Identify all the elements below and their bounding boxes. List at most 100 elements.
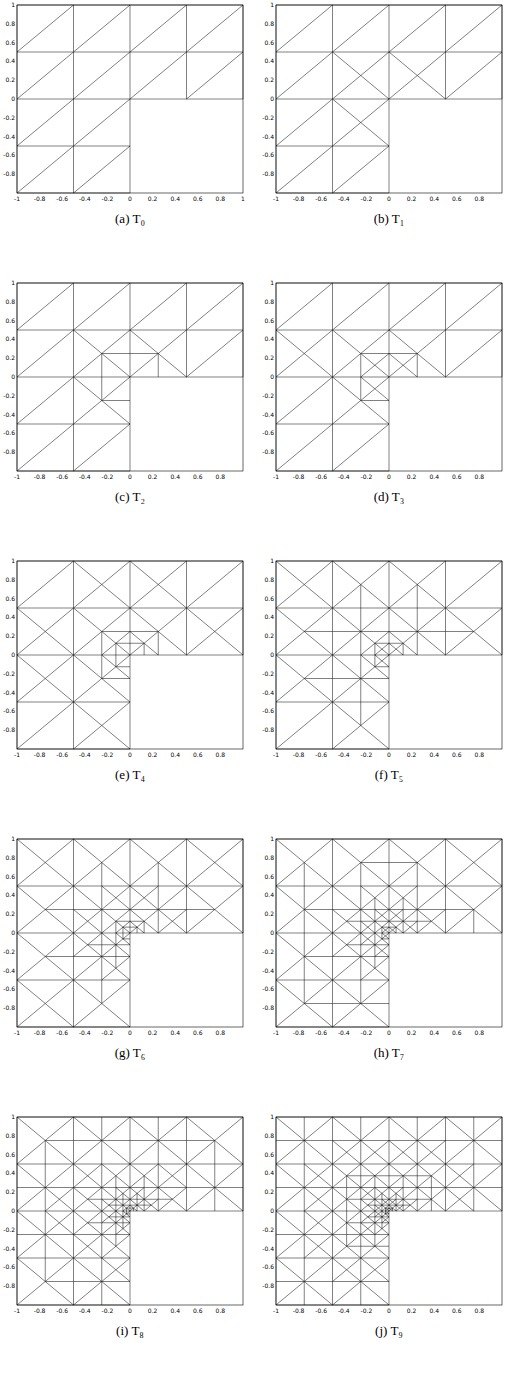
tick-label: 1: [11, 2, 15, 8]
tick-label: 1: [270, 558, 274, 564]
tick-label: 0.8: [475, 474, 485, 480]
tick-label: -0.2: [3, 949, 15, 955]
panel-caption: (g) T₆: [115, 1046, 146, 1059]
tick-label: 0.8: [5, 21, 15, 27]
tick-label: 0: [387, 1308, 391, 1314]
tick-label: -0.2: [102, 752, 114, 758]
panel-caption: (a) T₀: [115, 212, 145, 225]
tick-label: 0.4: [264, 614, 274, 620]
tick-label: 0.2: [5, 911, 15, 917]
tick-label: -0.8: [3, 449, 15, 455]
axes-frame: [276, 561, 502, 749]
tick-label: -0.8: [262, 1005, 274, 1011]
tick-label: 0: [270, 930, 274, 936]
tick-label: -0.4: [338, 474, 350, 480]
tick-label: -0.8: [34, 196, 46, 202]
triangulation: [17, 1117, 243, 1305]
tick-label: 0: [270, 374, 274, 380]
tick-label: 0.4: [170, 1308, 180, 1314]
tick-label: 0: [387, 752, 391, 758]
tick-label: -0.8: [293, 1308, 305, 1314]
tick-label: 0.8: [264, 1133, 274, 1139]
tick-label: 0: [270, 96, 274, 102]
tick-label: 0.2: [5, 1189, 15, 1195]
tick-label: -0.2: [361, 196, 373, 202]
tick-label: -0.8: [34, 752, 46, 758]
tick-label: 0.2: [264, 633, 274, 639]
tick-label: -0.4: [262, 968, 274, 974]
mesh-panel: [276, 561, 502, 749]
tick-label: -0.4: [79, 1308, 91, 1314]
tick-label: 0.2: [264, 77, 274, 83]
tick-label: 0.8: [5, 1133, 15, 1139]
tick-label: 0.6: [264, 596, 274, 602]
tick-label: -0.6: [3, 708, 15, 714]
triangulation: [276, 839, 502, 1027]
tick-label: -0.4: [338, 752, 350, 758]
tick-label: -0.2: [3, 393, 15, 399]
tick-label: 0: [387, 474, 391, 480]
panel-caption: (h) T₇: [374, 1046, 405, 1059]
axes-frame: [276, 1117, 502, 1305]
panel-caption: (e) T₄: [115, 768, 145, 781]
tick-label: -0.6: [56, 752, 68, 758]
tick-label: -0.4: [79, 752, 91, 758]
tick-label: 0.2: [264, 355, 274, 361]
tick-label: -0.2: [102, 1030, 114, 1036]
tick-label: 0.8: [5, 855, 15, 861]
tick-label: -0.4: [262, 690, 274, 696]
tick-label: 0.6: [452, 1030, 462, 1036]
tick-label: -0.8: [34, 474, 46, 480]
tick-label: 0.8: [5, 577, 15, 583]
tick-label: 0.4: [264, 336, 274, 342]
tick-label: 0.6: [5, 874, 15, 880]
tick-label: -0.8: [34, 1308, 46, 1314]
tick-label: -0.6: [315, 1308, 327, 1314]
tick-label: 0.2: [5, 355, 15, 361]
tick-label: 0: [11, 930, 15, 936]
tick-label: -0.2: [262, 671, 274, 677]
axes-frame: [17, 561, 243, 749]
tick-label: -1: [273, 752, 279, 758]
tick-label: 0.4: [429, 196, 439, 202]
triangulation: [17, 561, 243, 749]
tick-label: -0.8: [262, 727, 274, 733]
tick-label: -0.6: [56, 1308, 68, 1314]
tick-label: 0.8: [5, 299, 15, 305]
mesh-panel: [276, 839, 502, 1027]
tick-label: -0.4: [79, 1030, 91, 1036]
tick-label: 0.4: [5, 892, 15, 898]
tick-label: -0.4: [79, 196, 91, 202]
tick-label: -1: [14, 196, 20, 202]
tick-label: -0.8: [293, 196, 305, 202]
tick-label: 0: [11, 374, 15, 380]
tick-label: -0.2: [262, 115, 274, 121]
panel-caption: (b) T₁: [374, 212, 405, 225]
tick-label: -0.6: [3, 986, 15, 992]
tick-label: 0.4: [429, 1030, 439, 1036]
tick-label: 0.4: [170, 1030, 180, 1036]
tick-label: -0.8: [262, 1283, 274, 1289]
tick-label: 0.8: [264, 855, 274, 861]
tick-label: 0.6: [5, 40, 15, 46]
tick-label: -1: [273, 196, 279, 202]
tick-label: -0.8: [34, 1030, 46, 1036]
mesh-panel: [276, 283, 502, 471]
tick-label: -0.8: [262, 449, 274, 455]
tick-label: -0.4: [79, 474, 91, 480]
tick-label: -0.8: [293, 474, 305, 480]
tick-label: -0.8: [3, 1283, 15, 1289]
triangulation: [276, 561, 502, 749]
tick-label: 0.6: [193, 1030, 203, 1036]
tick-label: -0.6: [3, 1264, 15, 1270]
tick-label: 0.6: [452, 474, 462, 480]
tick-label: -0.6: [56, 474, 68, 480]
tick-label: -0.2: [3, 1227, 15, 1233]
tick-label: 0: [270, 1208, 274, 1214]
tick-label: 0: [270, 652, 274, 658]
mesh-panel: [17, 839, 243, 1027]
tick-label: 1: [11, 280, 15, 286]
tick-label: 0.4: [5, 58, 15, 64]
triangulation: [276, 283, 502, 471]
